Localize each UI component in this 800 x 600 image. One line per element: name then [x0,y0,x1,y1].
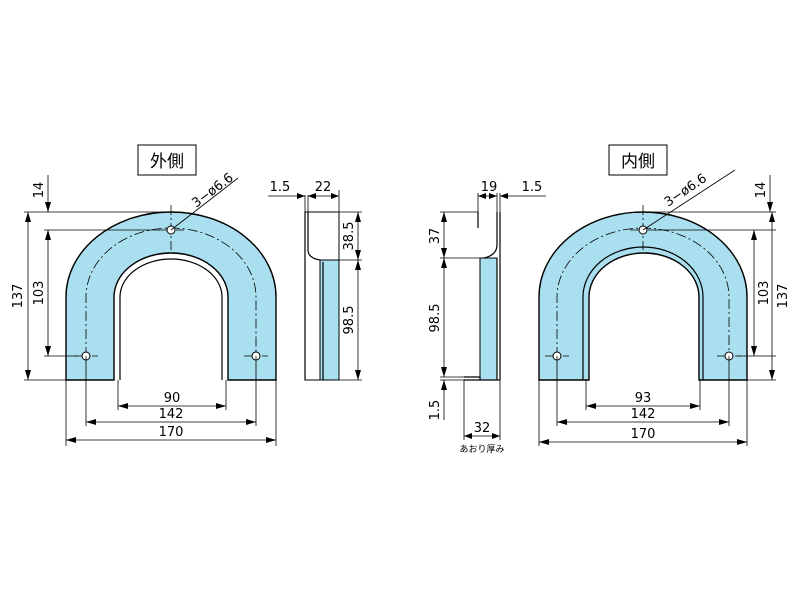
outer-dim-137: 137 [11,284,26,309]
outer-holes-leader [170,177,239,231]
outer-dim-170: 170 [159,425,184,440]
inner-side-dim-1-5-top: 1.5 [522,180,543,195]
outer-side-lip [304,212,324,380]
inner-side-flange [479,257,498,381]
inner-dim-103: 103 [757,281,772,306]
outer-inner-edge [119,258,223,380]
outer-side-dim-22: 22 [315,180,332,195]
inner-side-note: あおり厚み [459,444,504,455]
inner-side-dim-1-5-bottom: 1.5 [428,400,443,421]
inner-dim-93: 93 [635,391,652,406]
inner-side-view: 19 1.5 37 98.5 1.5 32 あおり厚み [428,180,546,455]
outer-dim-90: 90 [164,391,181,406]
inner-dim-137: 137 [776,284,791,309]
outer-holes-label: 3−ø6.6 [189,170,236,211]
outer-view: 外側 3−ø6.6 137 103 14 90 142 [11,144,277,446]
outer-side-dim-1-5: 1.5 [270,180,291,195]
outer-part-body [65,211,277,381]
outer-dim-103: 103 [32,281,47,306]
inner-part-body [538,211,748,381]
outer-side-view: 1.5 22 38.5 98.5 [268,180,362,381]
outer-title-box [137,144,197,176]
outer-title: 外側 [150,152,184,172]
inner-title-box [608,144,668,176]
inner-holes-leader [642,169,736,231]
outer-dim-14: 14 [32,182,47,199]
inner-dim-170: 170 [631,427,656,442]
inner-view: 内側 3−ø6.6 14 103 137 93 142 [538,144,791,446]
inner-side-dim-32: 32 [474,421,491,436]
inner-side-dim-19: 19 [481,180,498,195]
inner-side-dim-37: 37 [428,228,443,245]
inner-dim-14: 14 [754,182,769,199]
inner-side-lip [477,212,501,380]
inner-side-foot [464,376,500,381]
inner-title: 内側 [621,152,655,172]
inner-side-dim-98-5: 98.5 [428,304,443,333]
outer-side-dim-38-5: 38.5 [342,222,357,251]
inner-dim-142: 142 [631,407,656,422]
outer-dim-142: 142 [159,407,184,422]
outer-side-dim-98-5: 98.5 [342,306,357,335]
